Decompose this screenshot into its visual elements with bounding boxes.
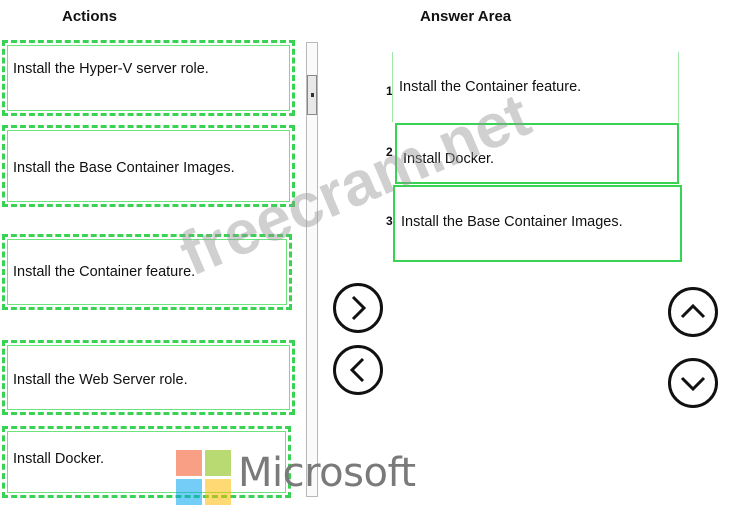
action-item-label: Install Docker. bbox=[13, 451, 105, 467]
action-item-label: Install the Hyper-V server role. bbox=[13, 61, 209, 77]
action-item-web-server[interactable]: Install the Web Server role. bbox=[2, 340, 295, 415]
answer-slot-number: 3 bbox=[386, 214, 393, 228]
action-item-label: Install the Container feature. bbox=[13, 264, 196, 280]
answer-slot-label: Install the Container feature. bbox=[399, 79, 582, 95]
answer-slot-3[interactable]: Install the Base Container Images. bbox=[393, 185, 682, 262]
action-item-hyper-v[interactable]: Install the Hyper-V server role. bbox=[2, 40, 295, 116]
microsoft-wordmark: Microsoft bbox=[238, 450, 416, 496]
microsoft-logo-icon bbox=[176, 450, 232, 506]
answer-slot-number: 1 bbox=[386, 84, 393, 98]
move-down-button[interactable] bbox=[668, 358, 718, 408]
answer-slot-label: Install Docker. bbox=[403, 150, 495, 167]
action-item-label: Install the Web Server role. bbox=[13, 371, 188, 388]
answer-slot-number: 2 bbox=[386, 145, 393, 159]
move-right-button[interactable] bbox=[333, 283, 383, 333]
chevron-down-icon bbox=[680, 376, 706, 392]
action-item-label: Install the Base Container Images. bbox=[13, 160, 235, 176]
actions-scrollbar[interactable] bbox=[306, 42, 318, 497]
answer-slot-2[interactable]: Install Docker. bbox=[395, 123, 679, 184]
chevron-right-icon bbox=[351, 295, 367, 321]
action-item-base-container-images[interactable]: Install the Base Container Images. bbox=[2, 125, 295, 207]
answer-slot-1[interactable]: Install the Container feature. bbox=[392, 52, 679, 122]
action-item-docker[interactable]: Install Docker. bbox=[2, 426, 291, 498]
scrollbar-thumb[interactable] bbox=[307, 75, 317, 115]
move-up-button[interactable] bbox=[668, 287, 718, 337]
answer-area-heading: Answer Area bbox=[420, 8, 512, 25]
move-left-button[interactable] bbox=[333, 345, 383, 395]
chevron-left-icon bbox=[349, 357, 365, 383]
actions-heading: Actions bbox=[62, 8, 118, 25]
chevron-up-icon bbox=[680, 303, 706, 319]
action-item-container-feature[interactable]: Install the Container feature. bbox=[2, 234, 292, 310]
answer-slot-label: Install the Base Container Images. bbox=[401, 213, 623, 230]
